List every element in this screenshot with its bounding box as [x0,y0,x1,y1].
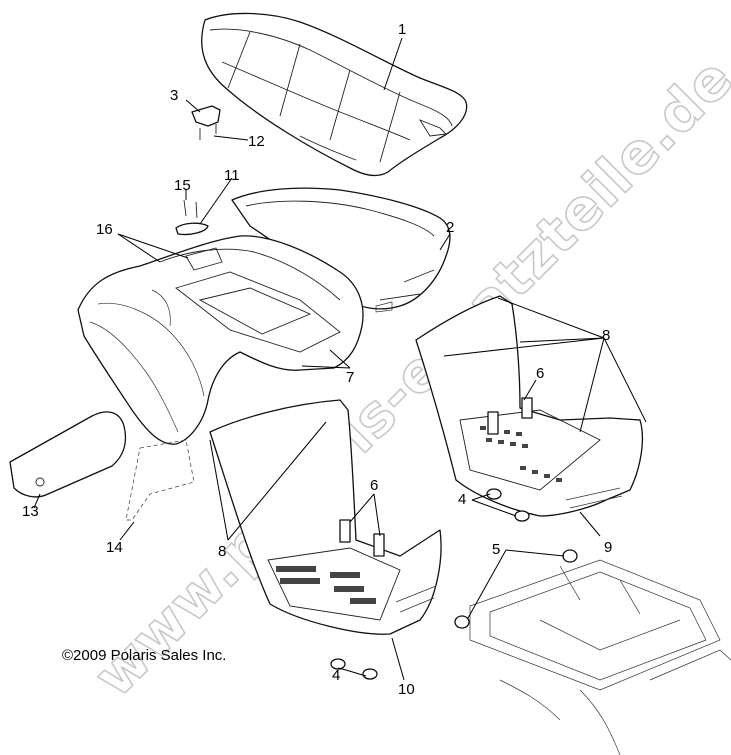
callout-5: 5 [492,541,500,558]
callout-4b: 4 [332,667,340,684]
callout-3: 3 [170,87,178,104]
seat-part [201,12,468,177]
leader-lines [33,37,647,681]
callout-14: 14 [106,539,123,556]
fastener-bracket-part [175,199,209,236]
callout-4a: 4 [458,491,466,508]
callout-9: 9 [604,539,612,556]
callout-1: 1 [398,21,406,38]
callout-12: 12 [248,133,265,150]
inner-panel-part [125,439,195,521]
callout-8a: 8 [602,327,610,344]
right-footwell-part [415,295,643,517]
left-footwell-part [209,399,442,635]
storage-mat-part [9,411,127,498]
copyright-text: ©2009 Polaris Sales Inc. [62,647,226,664]
callout-11: 11 [224,167,240,184]
callout-8b: 8 [218,543,226,560]
callout-16: 16 [96,221,113,238]
grommet-part [454,549,578,629]
bumper-part [330,488,530,680]
callout-6a: 6 [536,365,544,382]
callout-13: 13 [22,503,39,520]
callout-7: 7 [346,369,354,386]
post-part [339,397,533,557]
callout-6b: 6 [370,477,378,494]
callout-2: 2 [446,219,454,236]
seat-latch-part [191,105,221,140]
callout-15: 15 [174,177,191,194]
front-body-part [77,235,364,445]
rear-fender-part [231,187,451,313]
callout-10: 10 [398,681,415,698]
frame-part [469,559,731,755]
